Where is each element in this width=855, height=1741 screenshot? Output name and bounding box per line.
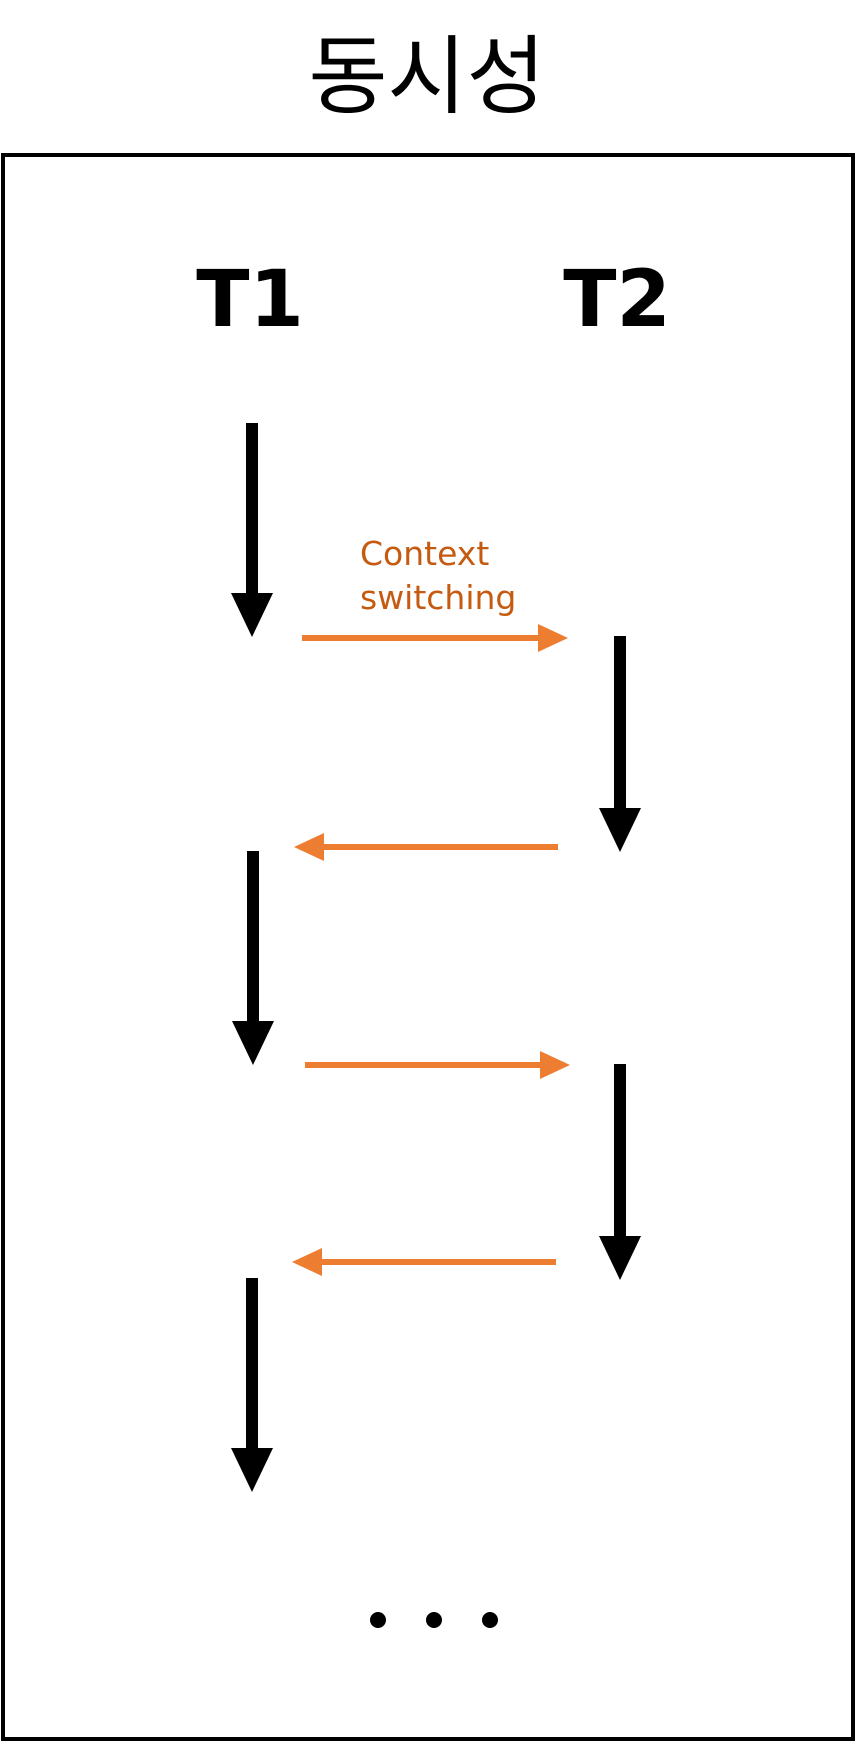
execution-arrow-t1-1	[231, 423, 273, 637]
context-switch-arrow-4	[292, 1248, 556, 1276]
execution-arrow-t1-2	[232, 851, 274, 1065]
diagram-frame	[1, 153, 855, 1741]
thread-label-t2: T2	[563, 255, 670, 345]
thread-label-t1: T1	[196, 255, 303, 345]
diagram-title: 동시성	[308, 27, 545, 127]
context-switch-label: Context switching	[360, 534, 516, 617]
context-switch-label-line-1: Context	[360, 534, 489, 573]
context-switch-arrow-2	[294, 833, 558, 861]
execution-arrow-t1-3	[231, 1278, 273, 1492]
context-switch-arrow-1	[302, 624, 568, 652]
context-switch-arrow-3	[305, 1051, 570, 1079]
execution-arrow-t2-2	[599, 1064, 641, 1280]
context-switch-label-line-2: switching	[360, 578, 516, 617]
ellipsis-icon	[370, 1612, 498, 1628]
execution-arrow-t2-1	[599, 636, 641, 852]
